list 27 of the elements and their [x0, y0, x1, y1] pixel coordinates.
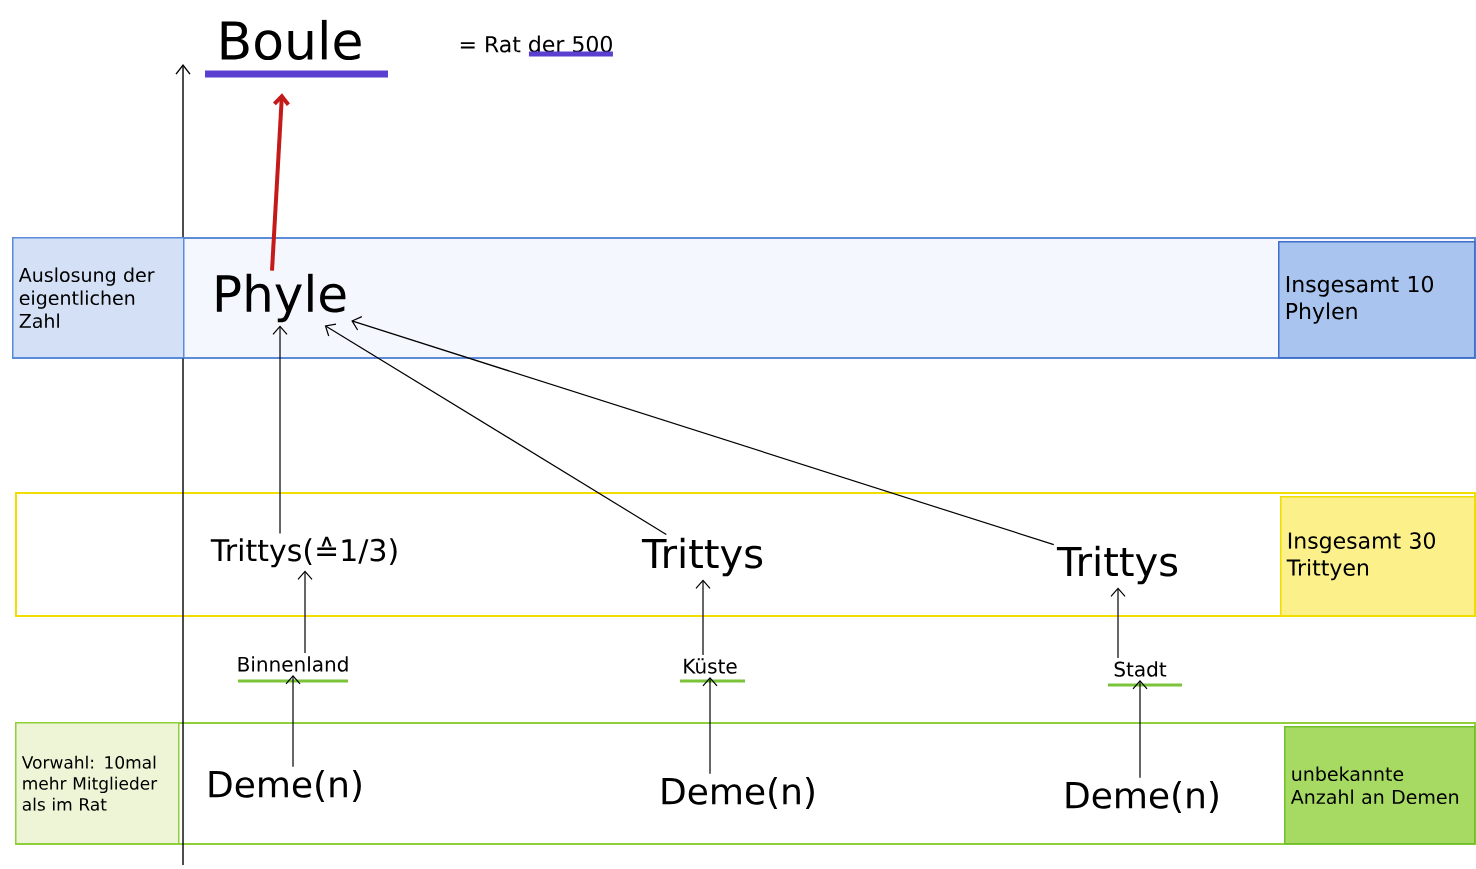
title-word: Boule — [221, 19, 361, 61]
arrow — [351, 316, 1055, 546]
arrow — [1110, 587, 1126, 659]
arrow — [272, 325, 288, 535]
note-box: Insgesamt 30 Trittyen — [1280, 496, 1476, 617]
level-label: Deme(n) — [209, 770, 361, 803]
level-label: Trittys(≙1/3) — [210, 536, 397, 568]
level-label: Deme(n) — [1066, 781, 1218, 814]
note-box: Vorwahl: 10mal mehr Mitglieder als im Rat — [15, 722, 180, 845]
arrow — [1132, 679, 1148, 779]
region-label: Küste — [684, 658, 737, 674]
note-text: = Rat der 500 — [460, 35, 612, 53]
arrow — [270, 93, 290, 271]
arrow — [702, 676, 718, 775]
arrow — [297, 570, 313, 654]
arrow — [695, 579, 711, 656]
arrow — [324, 323, 667, 536]
level-label: Trittys — [1056, 545, 1178, 585]
note-box: Insgesamt 10 Phylen — [1278, 241, 1476, 359]
note-box: Auslosung der eigentlichen Zahl — [12, 237, 185, 359]
region-label: Stadt — [1114, 661, 1167, 677]
level-label: Trittys — [641, 537, 763, 577]
region-label: Binnenland — [238, 656, 348, 672]
arrow — [285, 674, 301, 768]
note-box: unbekannte Anzahl an Demen — [1284, 726, 1476, 845]
level-label: Deme(n) — [662, 777, 814, 810]
level-label: Phyle — [216, 273, 346, 323]
